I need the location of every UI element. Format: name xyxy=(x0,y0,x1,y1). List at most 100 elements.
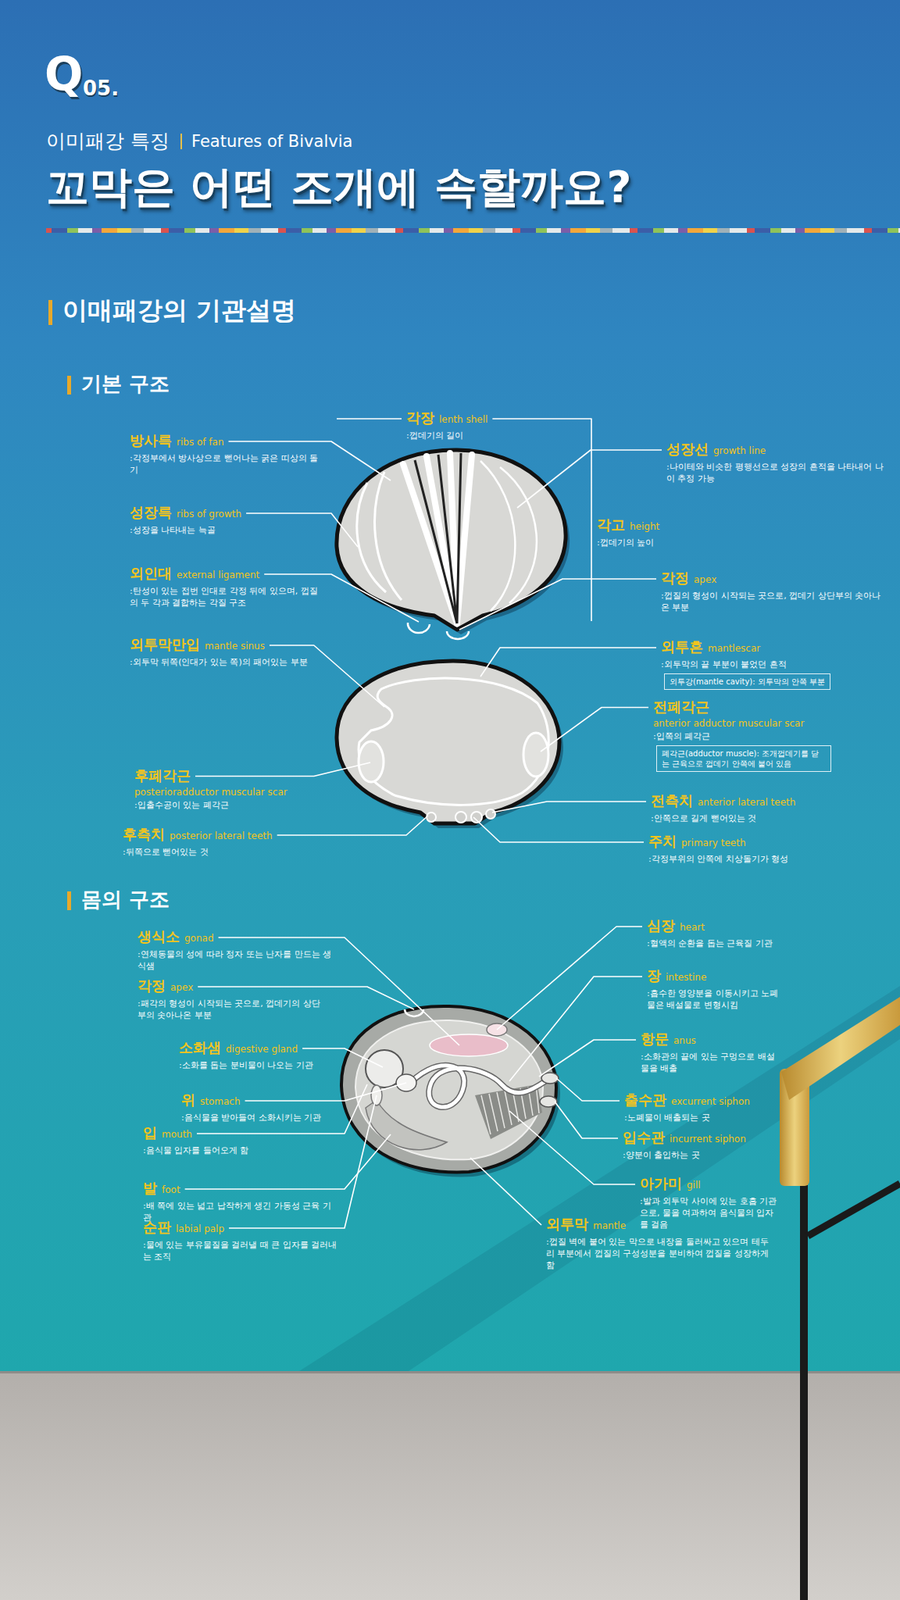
section-marker xyxy=(67,891,72,911)
handrail-pole xyxy=(800,1179,808,1600)
callout-label: 외투막만입 mantle sinus :외투막 뒤쪽(인대가 있는 쪽)의 패어있는… xyxy=(129,635,308,668)
part-name-english: intestine xyxy=(665,971,707,983)
part-description: :껍질 벽에 붙어 있는 막으로 내장을 둘러싸고 있으며 테두리 부분에서 껍… xyxy=(546,1235,777,1272)
part-name-english: lenth shell xyxy=(439,414,488,425)
callout-row: 발foot xyxy=(142,1178,181,1200)
apex-mark xyxy=(404,1009,424,1017)
topic-english: Features of Bivalvia xyxy=(191,132,353,152)
part-name-english: heart xyxy=(679,921,705,933)
callout-row: 각고height xyxy=(596,515,660,536)
callout-label: 항문anus:소화관의 끝에 있는 구멍으로 배설물을 배출 xyxy=(640,1029,780,1075)
part-name: 후폐각근 xyxy=(134,767,191,784)
callout-label: 성장륵ribs of growth:성장을 나타내는 늑골 xyxy=(129,503,242,536)
part-name-english: stomach xyxy=(200,1096,241,1108)
callout-row: 장 intestine xyxy=(646,966,707,987)
hinge-tooth xyxy=(426,812,436,822)
callout-label: 아가미gill:발과 외투막 사이에 있는 호흡 기관으로, 물을 여과하여 음… xyxy=(639,1174,779,1231)
leader-line xyxy=(302,1048,383,1068)
leader-line xyxy=(459,578,657,630)
color-stripe xyxy=(46,228,900,233)
callout-row: 입수관incurrent siphon xyxy=(622,1128,747,1149)
leader-line xyxy=(556,1078,620,1101)
topic-korean: 이미패강 특징 xyxy=(46,129,170,154)
part-name-english: labial palp xyxy=(175,1223,225,1235)
floor xyxy=(0,1372,900,1600)
part-description: :뒤쪽으로 뻗어있는 것 xyxy=(122,846,273,858)
callout-label: 방사륵ribs of fan:각정부에서 방사상으로 뻗어나는 굵은 띠상의 돌… xyxy=(129,431,325,476)
part-name: 장 xyxy=(646,967,661,984)
leader-line xyxy=(540,707,649,753)
part-description: :양분이 출입하는 곳 xyxy=(622,1149,747,1161)
part-name: 각정 xyxy=(137,977,166,994)
question-number: 05. xyxy=(82,78,119,99)
note-box: 폐각근(adductor muscle): 조개껍데기를 닫는 근육으로 껍데기… xyxy=(656,745,832,772)
part-description: :연체동물의 성에 따라 정자 또는 난자를 만드는 생식샘 xyxy=(137,948,333,972)
leader-line xyxy=(264,574,419,622)
leader-line xyxy=(246,513,358,547)
part-name: 소화샘 xyxy=(178,1039,222,1056)
muscle-scar xyxy=(358,741,384,783)
part-name: 외투막만입 xyxy=(129,635,200,653)
part-description: :배 쪽에 있는 넓고 납작하게 생긴 가동성 근육 기관 xyxy=(142,1200,339,1224)
part-name-english: foot xyxy=(161,1184,181,1196)
part-name-english: mantle sinus xyxy=(204,640,265,652)
part-name: 입수관 xyxy=(622,1128,665,1146)
part-name: 성장선 xyxy=(666,440,709,458)
part-name-english: anterior lateral teeth xyxy=(697,796,796,808)
callout-label: 심장heart:혈액의 순환을 돕는 근육질 기관 xyxy=(646,916,773,950)
leader-line xyxy=(185,1134,391,1190)
floor-edge xyxy=(0,1371,900,1374)
callout-label: 출수관excurrent siphon:노폐물이 배출되는 곳 xyxy=(624,1090,750,1124)
leader-line xyxy=(496,926,643,1030)
part-description: :탄성이 있는 접번 인대로 각정 뒤에 있으며, 껍질의 두 각과 결합하는 … xyxy=(129,585,325,609)
note-text: 외투강(mantle cavity): 외투막의 안쪽 부분 xyxy=(669,676,825,687)
part-name-english: mouth xyxy=(161,1128,193,1140)
part-name: 순판 xyxy=(142,1218,172,1236)
callout-row: 항문anus xyxy=(640,1029,697,1050)
callout-row: 후측치posterior lateral teeth xyxy=(122,825,273,846)
wall-shadow xyxy=(296,985,900,1373)
part-name-english: anterior adductor muscular scar xyxy=(653,717,804,730)
wall xyxy=(0,0,900,1373)
part-name: 위 xyxy=(181,1091,196,1108)
callout-label: 각정apex:껍질의 형성이 시작되는 곳으로, 껍데기 상단부의 솟아나온 부… xyxy=(660,568,888,614)
part-description: :흡수한 영양분을 이동시키고 노폐물은 배설물로 변형시킴 xyxy=(646,987,782,1011)
leader-line xyxy=(492,418,592,622)
callout-row: 순판labial palp xyxy=(142,1217,225,1239)
siphon xyxy=(539,1096,558,1108)
part-description: :안쪽으로 길게 뻗어있는 것 xyxy=(650,812,796,825)
callout-row: 전폐각근 xyxy=(653,697,710,718)
leader-line xyxy=(554,1101,618,1139)
part-name: 성장륵 xyxy=(129,503,172,521)
part-name-english: growth line xyxy=(713,445,766,457)
hinge-tooth xyxy=(455,811,467,823)
leader-line xyxy=(473,817,644,843)
callout-row: 외투흔mantlescar xyxy=(660,637,761,658)
part-description: :각정부에서 방사상으로 뻗어나는 굵은 띠상의 돌기 xyxy=(129,452,325,476)
ligament-mark xyxy=(407,622,430,633)
callout-label: 소화샘digestive gland:소화를 돕는 분비물이 나오는 기관 xyxy=(178,1038,314,1072)
callout-row: 소화샘digestive gland xyxy=(178,1038,298,1059)
part-description: :껍질의 형성이 시작되는 곳으로, 껍데기 상단부의 솟아나온 부분 xyxy=(660,589,888,614)
part-name: 주치 xyxy=(648,832,677,850)
siphon xyxy=(541,1072,559,1084)
part-name-english: primary teeth xyxy=(681,837,747,849)
leader-line xyxy=(269,645,385,708)
leader-line xyxy=(245,1082,407,1101)
callout-row: 전측치anterior lateral teeth xyxy=(650,791,796,812)
callout-label: 위stomach:음식물을 받아들여 소화시키는 기관 xyxy=(181,1090,322,1124)
part-description: :외투막 뒤쪽(인대가 있는 쪽)의 패어있는 부분 xyxy=(129,656,308,668)
callout-row: 성장륵ribs of growth xyxy=(129,503,242,524)
question-letter: Q xyxy=(44,51,83,97)
callout-label: 전폐각근anterior adductor muscular scar:입쪽의 … xyxy=(653,697,804,743)
part-name-english: anus xyxy=(673,1035,697,1047)
handrail-rail xyxy=(781,996,900,1100)
body-shell xyxy=(341,1006,557,1173)
gonad xyxy=(429,1034,508,1057)
page-title: 꼬막은 어떤 조개에 속할까요? xyxy=(46,162,632,212)
callout-label: 후폐각근posterioradductor muscular scar:입출수공… xyxy=(134,766,288,811)
part-name-english: apex xyxy=(693,574,717,586)
part-name: 외투막 xyxy=(546,1215,589,1233)
subsection-heading: 기본 구조 xyxy=(81,371,170,397)
